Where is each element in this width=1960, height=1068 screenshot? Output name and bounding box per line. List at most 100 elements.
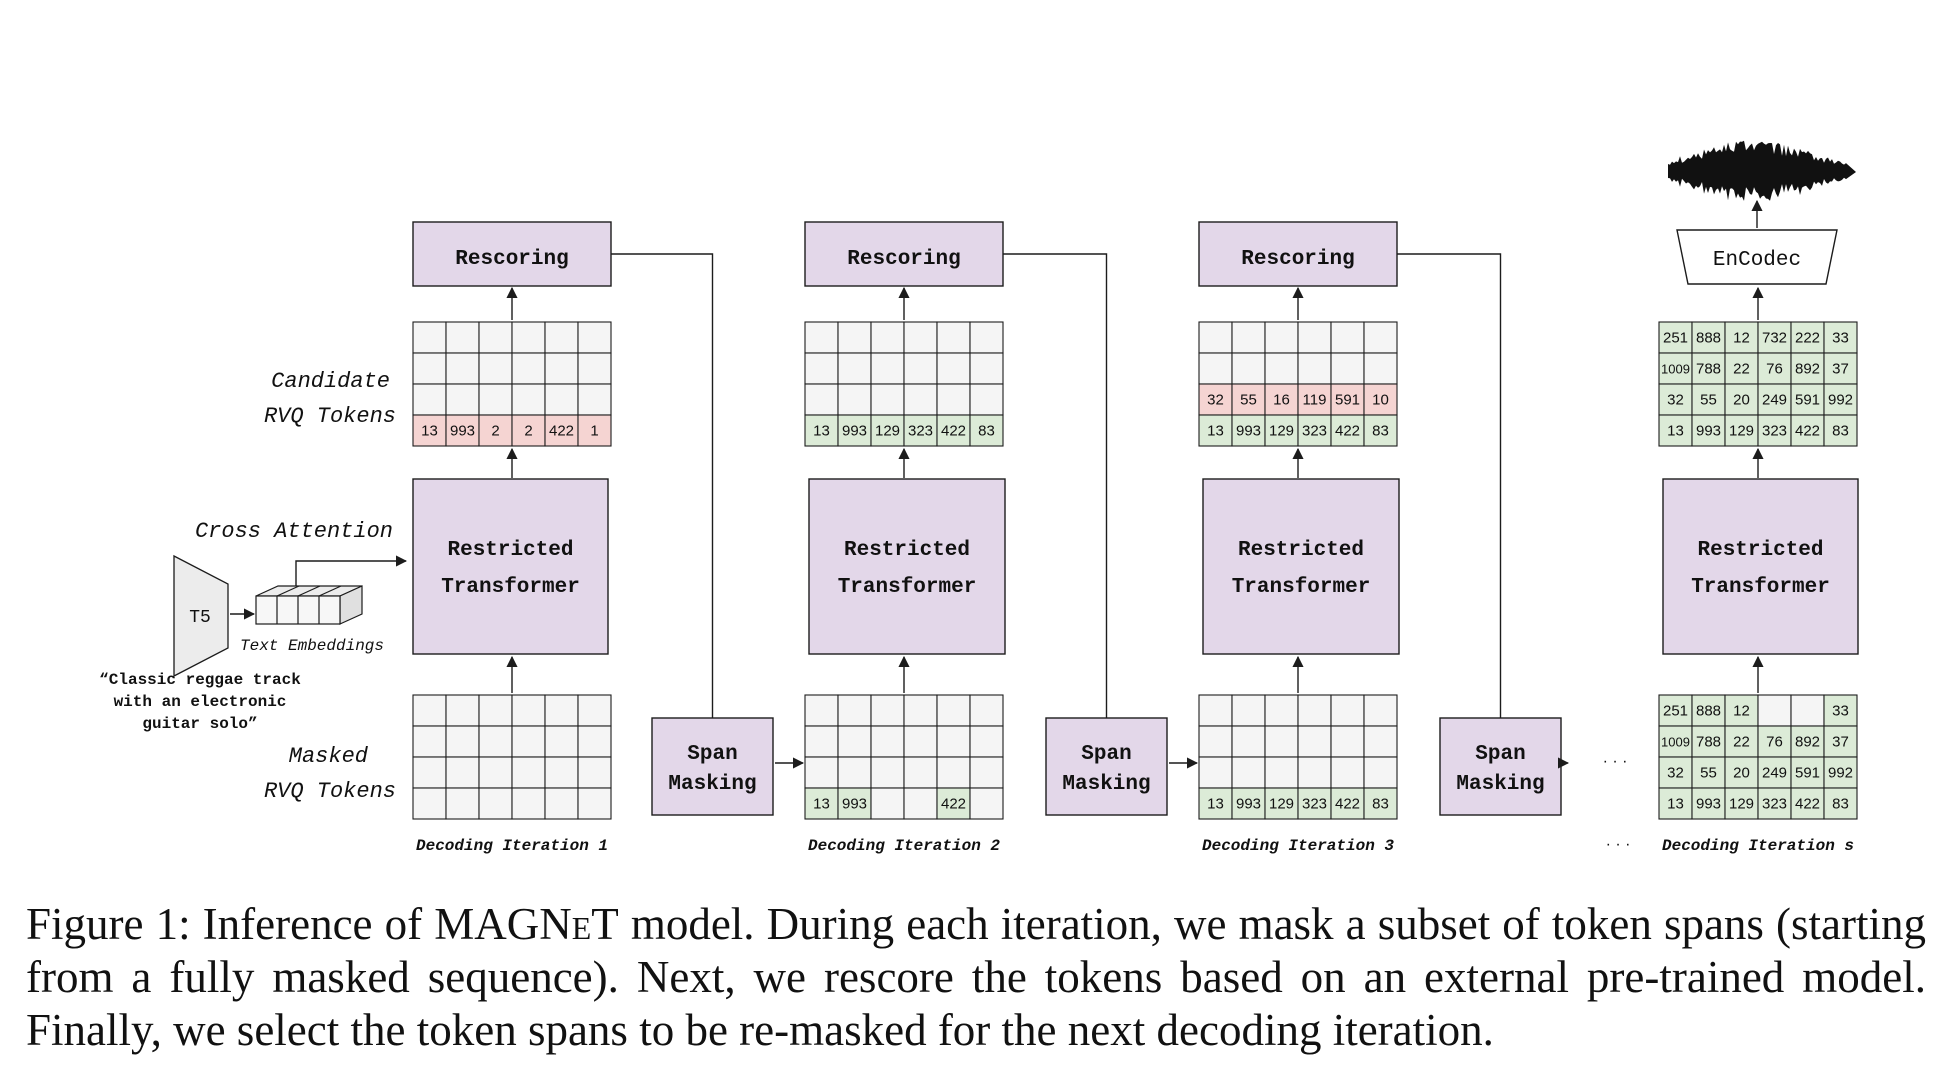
token-cell <box>1297 725 1332 758</box>
token-cell <box>1330 414 1365 447</box>
token-cell <box>1264 383 1299 416</box>
token-value: 249 <box>1762 765 1787 782</box>
token-value: 888 <box>1696 330 1721 347</box>
token-cell <box>837 756 872 789</box>
encodec-decoder-shape <box>1676 229 1838 285</box>
token-cell <box>1363 756 1398 789</box>
token-value: 992 <box>1828 765 1853 782</box>
token-value: 323 <box>1762 423 1787 440</box>
token-cell <box>1691 321 1726 354</box>
t5-label: T5 <box>189 608 211 628</box>
token-cell <box>1363 352 1398 385</box>
token-cell <box>1823 383 1858 416</box>
token-cell <box>445 352 480 385</box>
token-value: 993 <box>450 423 475 440</box>
token-cell <box>577 414 612 447</box>
token-cell <box>1264 756 1299 789</box>
token-value: 13 <box>1207 423 1224 440</box>
iteration-label: Decoding Iteration s <box>1662 837 1854 855</box>
token-cell <box>445 694 480 727</box>
cross-attention-arrow <box>295 555 408 586</box>
token-cell <box>1823 787 1858 820</box>
token-cell <box>1724 414 1759 447</box>
token-cell <box>1724 787 1759 820</box>
token-cell <box>1658 694 1693 727</box>
transformer-label-line2: Transformer <box>441 576 580 599</box>
token-value: 993 <box>842 796 867 813</box>
token-cell <box>969 352 1004 385</box>
transformer-label-line1: Restricted <box>1697 539 1823 562</box>
token-cell <box>412 414 447 447</box>
token-value: 422 <box>549 423 574 440</box>
span-masking-box <box>651 717 774 816</box>
token-cell <box>969 321 1004 354</box>
token-cell <box>1757 787 1792 820</box>
token-cell <box>969 725 1004 758</box>
token-cell <box>544 414 579 447</box>
token-cell <box>1231 787 1266 820</box>
token-cell <box>544 321 579 354</box>
token-value: 129 <box>1729 423 1754 440</box>
token-value: 788 <box>1696 734 1721 751</box>
token-value: 13 <box>813 423 830 440</box>
token-value: 323 <box>908 423 933 440</box>
span-masking-box <box>1045 717 1168 816</box>
token-cell <box>1691 414 1726 447</box>
token-cell <box>1264 694 1299 727</box>
token-cell <box>1198 756 1233 789</box>
token-value: 83 <box>978 423 995 440</box>
token-value: 129 <box>1269 796 1294 813</box>
token-cell <box>969 414 1004 447</box>
token-cell <box>1790 383 1825 416</box>
token-cell <box>577 352 612 385</box>
token-cell <box>544 352 579 385</box>
token-value: 22 <box>1733 361 1750 378</box>
token-value: 591 <box>1795 765 1820 782</box>
token-value: 222 <box>1795 330 1820 347</box>
token-cell <box>511 787 546 820</box>
rescoring-box <box>1198 221 1398 287</box>
iteration-label: Decoding Iteration 2 <box>808 837 1000 855</box>
token-cell <box>903 352 938 385</box>
rescoring-label: Rescoring <box>847 248 960 271</box>
token-cell <box>903 756 938 789</box>
token-cell <box>870 787 905 820</box>
token-value: 33 <box>1832 703 1849 720</box>
token-cell <box>837 321 872 354</box>
token-cell <box>1198 321 1233 354</box>
prompt-line2: with an electronic <box>114 693 287 711</box>
token-cell <box>1264 725 1299 758</box>
token-cell <box>870 725 905 758</box>
token-cell <box>1198 787 1233 820</box>
token-value: 249 <box>1762 392 1787 409</box>
token-cell <box>1757 694 1792 727</box>
token-cell <box>1231 321 1266 354</box>
token-cell <box>936 383 971 416</box>
token-cell <box>1231 725 1266 758</box>
token-cell <box>478 414 513 447</box>
rescoring-to-span-line <box>1003 253 1108 718</box>
token-cell <box>1823 694 1858 727</box>
token-cell <box>1330 756 1365 789</box>
token-value: 732 <box>1762 330 1787 347</box>
token-cell <box>544 694 579 727</box>
token-cell <box>1231 414 1266 447</box>
token-cell <box>870 694 905 727</box>
token-value: 32 <box>1667 765 1684 782</box>
token-cell <box>1297 787 1332 820</box>
token-value: 13 <box>421 423 438 440</box>
token-value: 251 <box>1663 330 1688 347</box>
token-cell <box>1363 321 1398 354</box>
token-value: 892 <box>1795 734 1820 751</box>
token-cell <box>1264 321 1299 354</box>
token-cell <box>1790 787 1825 820</box>
token-cell <box>837 694 872 727</box>
token-value: 591 <box>1335 392 1360 409</box>
token-value: 993 <box>1696 796 1721 813</box>
token-value: 76 <box>1766 734 1783 751</box>
token-cell <box>1790 694 1825 727</box>
token-cell <box>544 383 579 416</box>
transformer-label-line2: Transformer <box>838 576 977 599</box>
token-value: 251 <box>1663 703 1688 720</box>
